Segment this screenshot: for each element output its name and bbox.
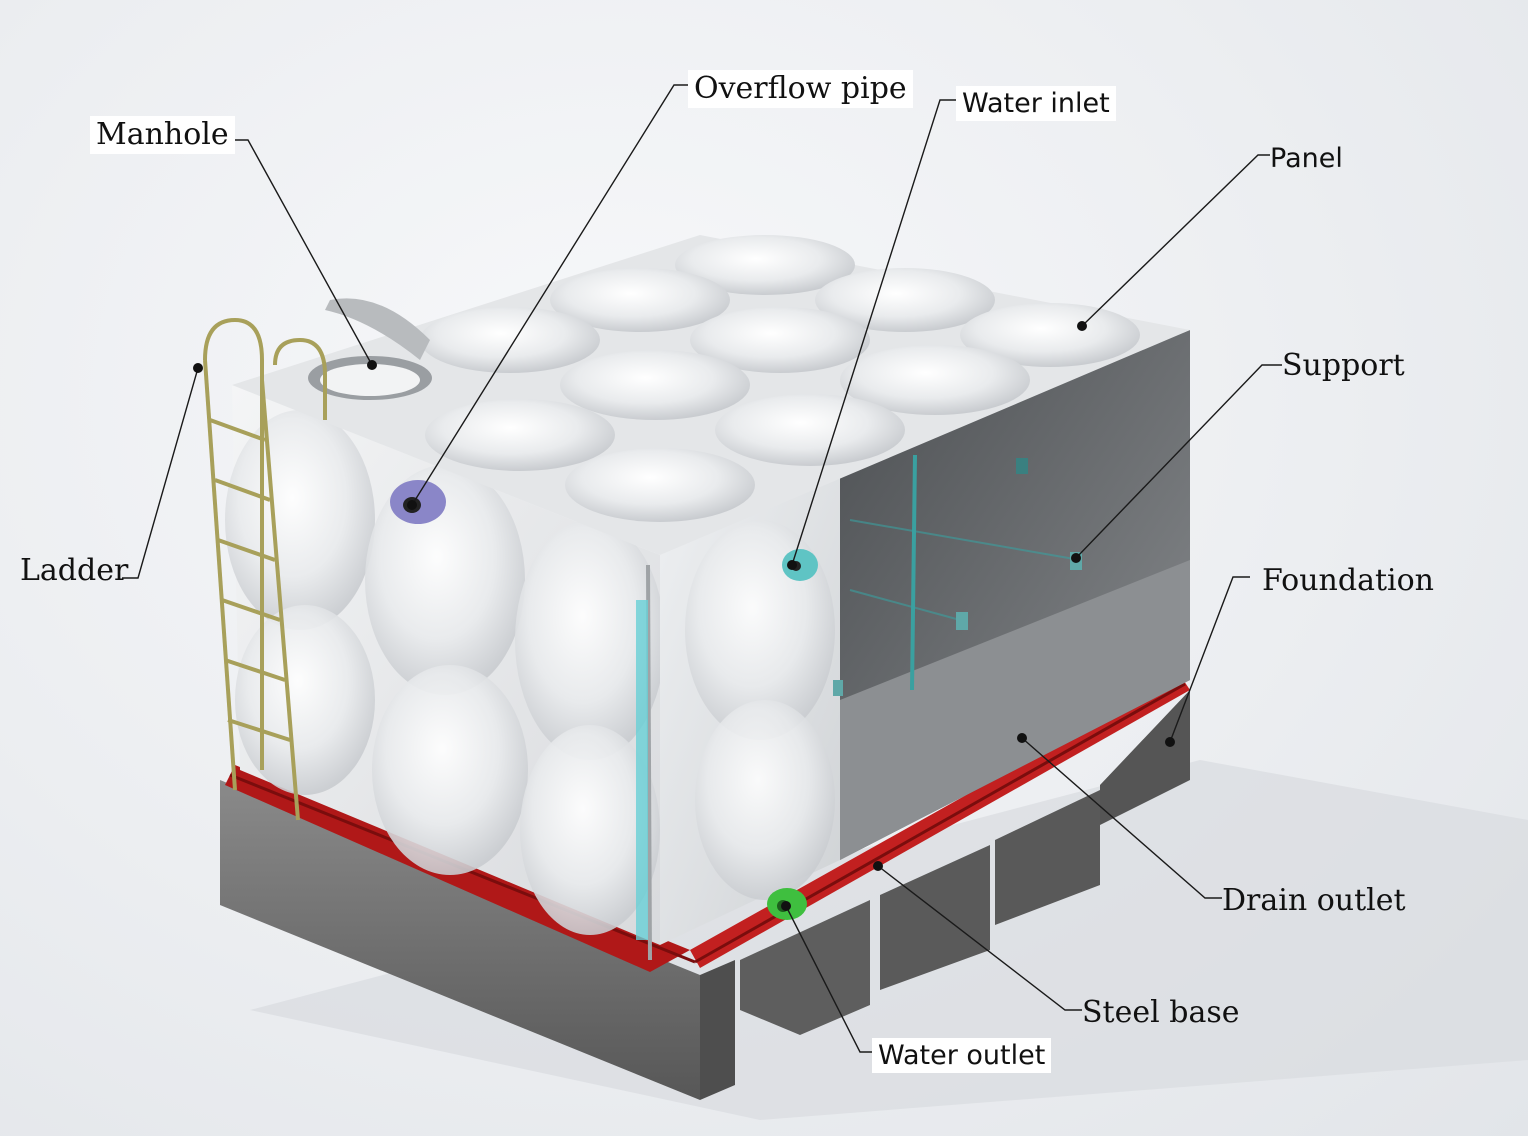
leader-support <box>1075 364 1282 559</box>
label-manhole: Manhole <box>90 116 235 154</box>
overflow-pipe-flange <box>390 480 446 524</box>
leader-water-outlet <box>785 905 876 1053</box>
foundation-blocks <box>220 690 1190 1100</box>
dot-foundation <box>1165 737 1175 747</box>
label-steel-base: Steel base <box>1082 995 1240 1030</box>
dot-steel-base <box>873 861 883 871</box>
leader-steel-base <box>877 865 1082 1011</box>
ladder <box>203 317 327 821</box>
dot-overflow-pipe <box>407 500 417 510</box>
label-water-inlet: Water inlet <box>956 86 1116 121</box>
leader-manhole <box>232 139 373 366</box>
leader-water-inlet <box>791 99 960 566</box>
dot-panel <box>1077 321 1087 331</box>
leader-lines <box>122 84 1282 1053</box>
leader-overflow-pipe <box>411 84 690 506</box>
label-drain-outlet: Drain outlet <box>1222 883 1406 918</box>
dot-water-outlet <box>781 901 791 911</box>
label-support: Support <box>1282 348 1405 383</box>
dot-water-inlet <box>787 560 797 570</box>
tank-interior <box>833 330 1190 860</box>
label-overflow-pipe: Overflow pipe <box>688 70 913 108</box>
label-ladder: Ladder <box>20 553 129 588</box>
manhole <box>308 298 432 400</box>
tank-left-face <box>225 385 665 945</box>
dot-drain-outlet <box>1017 733 1027 743</box>
leader-ladder <box>122 367 199 579</box>
dot-support <box>1071 553 1081 563</box>
label-foundation: Foundation <box>1262 563 1435 598</box>
dot-manhole <box>367 360 377 370</box>
dot-ladder <box>193 363 203 373</box>
label-water-outlet: Water outlet <box>872 1038 1052 1073</box>
level-gauge <box>636 564 652 961</box>
label-panel: Panel <box>1270 143 1343 174</box>
leader-panel <box>1081 154 1270 327</box>
leader-foundation <box>1169 576 1250 743</box>
leader-drain-outlet <box>1021 737 1222 899</box>
tank-roof <box>232 235 1190 555</box>
